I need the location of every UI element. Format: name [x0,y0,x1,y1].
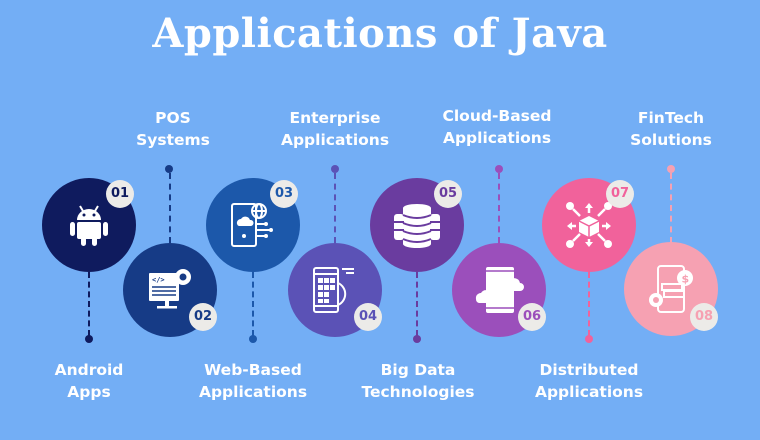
circle-cloud-based-applications: 06 [452,243,546,337]
connector-line [670,173,672,243]
label-line: Technologies [361,383,475,401]
label-line: Distributed [539,361,639,379]
connector-line [498,173,500,243]
label-line: Web-Based [204,361,302,379]
circle-web-based-applications: 03 [206,178,300,272]
label-big-data-technologies: Big Data Technologies [338,359,498,403]
label-enterprise-applications: Enterprise Applications [255,107,415,151]
circle-android-apps: 01 [42,178,136,272]
connector-dot [249,335,257,343]
label-line: Applications [534,383,644,401]
circle-pos-systems: </> 02 [123,243,217,337]
mobile-app-grid-icon [313,267,354,313]
database-stack-icon [394,204,440,248]
label-pos-systems: POS Systems [93,107,253,151]
connector-dot [667,165,675,173]
label-line: FinTech [637,109,705,127]
connector-dot [331,165,339,173]
connector-line [416,272,418,336]
number-badge: 04 [354,303,382,331]
label-cloud-based-applications: Cloud-Based Applications [417,105,577,149]
number-badge: 08 [690,303,718,331]
number-badge: 07 [606,180,634,208]
android-icon [70,205,108,246]
distributed-network-icon [566,202,612,248]
label-line: Big Data [380,361,456,379]
connector-dot [85,335,93,343]
connector-dot [165,165,173,173]
connector-line [169,173,171,243]
connector-dot [585,335,593,343]
svg-text:</>: </> [152,276,165,284]
circle-distributed-applications: 07 [542,178,636,272]
label-line: Cloud-Based [442,107,552,125]
label-line: Solutions [630,131,712,149]
label-line: Applications [280,131,390,149]
cloud-mobile-globe-icon [231,203,273,247]
label-android-apps: Android Apps [9,359,169,403]
circle-fintech-solutions: $ 08 [624,242,718,336]
number-badge: 03 [270,180,298,208]
code-monitor-gear-icon: </> [149,269,191,309]
label-distributed-applications: Distributed Applications [509,359,669,403]
label-fintech-solutions: FinTech Solutions [591,107,751,151]
label-line: POS [155,109,191,127]
number-badge: 01 [106,180,134,208]
number-badge: 06 [518,303,546,331]
circle-enterprise-applications: 04 [288,243,382,337]
connector-dot [413,335,421,343]
connector-line [334,173,336,243]
label-line: Applications [442,129,552,147]
label-line: Apps [67,383,111,401]
label-line: Applications [198,383,308,401]
svg-text:$: $ [682,273,690,286]
label-web-based-applications: Web-Based Applications [173,359,333,403]
mobile-cloud-icon [475,267,524,313]
connector-line [252,272,254,336]
label-line: Android [54,361,124,379]
label-line: Systems [136,131,210,149]
connector-line [588,272,590,336]
label-line: Enterprise [289,109,381,127]
number-badge: 05 [434,180,462,208]
page-title: Applications of Java [152,10,608,57]
number-badge: 02 [189,303,217,331]
circle-big-data-technologies: 05 [370,178,464,272]
connector-dot [495,165,503,173]
connector-line [88,272,90,336]
mobile-finance-icon: $ [649,265,693,313]
